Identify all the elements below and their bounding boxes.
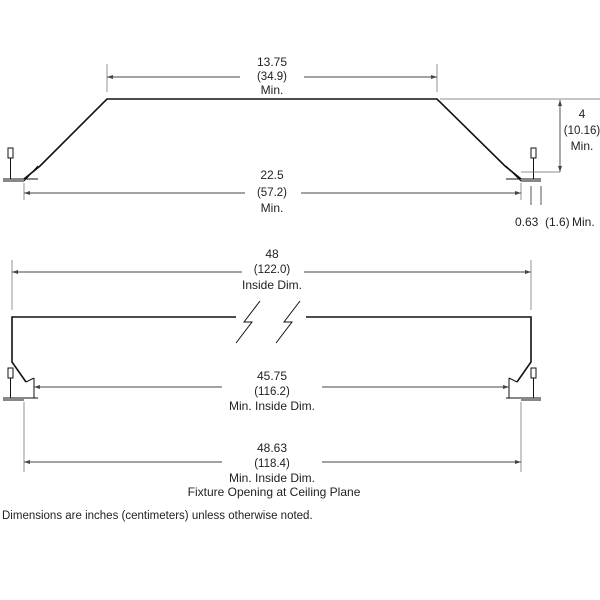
inner-length-metric: (116.2): [254, 386, 290, 398]
flange-qualifier: Min.: [572, 215, 595, 229]
bottom-width-value: 22.5: [260, 168, 284, 182]
opening-length-qualifier: Min. Inside Dim.: [229, 471, 315, 485]
opening-note: Fixture Opening at Ceiling Plane: [188, 485, 361, 499]
length-view: 48 (122.0) Inside Dim. 45.75 (116.2) Min…: [3, 245, 541, 499]
bottom-width-dimension: 22.5 (57.2) Min.: [23, 166, 522, 215]
overall-length-metric: (122.0): [254, 264, 291, 276]
top-width-qualifier: Min.: [261, 83, 284, 97]
top-width-value: 13.75: [257, 55, 287, 69]
right-end-clip: [506, 367, 541, 401]
right-mounting-clip: [505, 147, 560, 182]
overall-length-dimension: 48 (122.0) Inside Dim.: [11, 245, 532, 310]
opening-length-value: 48.63: [257, 441, 287, 455]
break-symbol: [235, 300, 306, 344]
footnote: Dimensions are inches (centimeters) unle…: [2, 510, 313, 522]
bottom-width-metric: (57.2): [257, 187, 287, 199]
height-value: 4: [579, 107, 586, 121]
left-mounting-clip: [3, 147, 39, 182]
inner-length-dimension: 45.75 (116.2) Min. Inside Dim.: [34, 368, 509, 414]
opening-length-metric: (118.4): [254, 458, 290, 470]
flange-dimension: 0.63 (1.6) Min.: [515, 186, 595, 229]
top-width-metric: (34.9): [257, 71, 287, 83]
inner-length-value: 45.75: [257, 369, 287, 383]
left-end-clip: [3, 367, 38, 401]
bottom-width-qualifier: Min.: [261, 201, 284, 215]
flange-value: 0.63: [515, 215, 539, 229]
cross-section-view: 13.75 (34.9) Min. 22.5 (57.2) Min. 4 (10…: [3, 55, 600, 229]
height-qualifier: Min.: [571, 139, 594, 153]
flange-metric: (1.6): [545, 215, 570, 229]
top-width-dimension: 13.75 (34.9) Min.: [106, 55, 438, 98]
overall-length-value: 48: [265, 247, 279, 261]
inner-length-qualifier: Min. Inside Dim.: [229, 399, 315, 413]
overall-length-qualifier: Inside Dim.: [242, 278, 302, 292]
height-metric: (10.16): [564, 125, 600, 137]
height-dimension: 4 (10.16) Min.: [440, 98, 600, 172]
opening-length-dimension: 48.63 (118.4) Min. Inside Dim. Fixture O…: [23, 402, 522, 499]
